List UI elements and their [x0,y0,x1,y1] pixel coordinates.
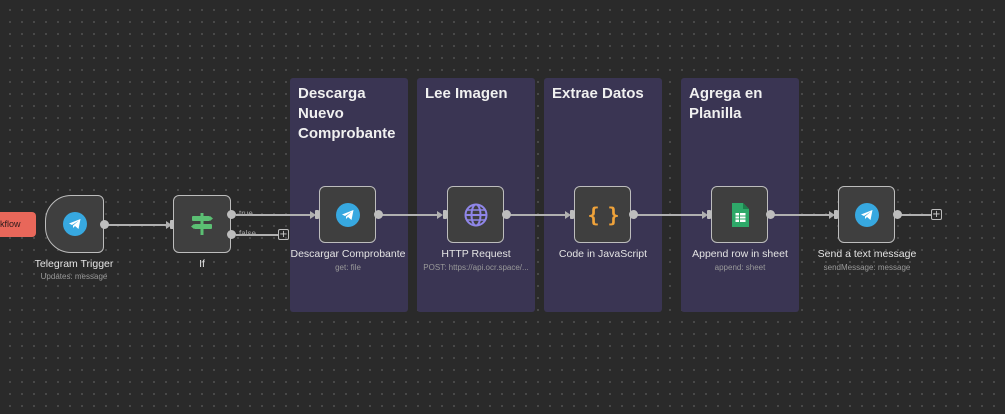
input-port[interactable] [834,210,838,219]
input-port[interactable] [443,210,447,219]
connection-trigger-if[interactable] [108,224,168,226]
sticky-note-title: Descarga Nuevo Comprobante [298,85,396,142]
node-label: Append row in sheet [692,248,788,260]
true-branch-label: true [239,209,253,218]
arrow-head [829,210,835,219]
output-port[interactable] [373,209,383,219]
connection-code-append[interactable] [637,214,704,216]
input-port[interactable] [315,210,319,219]
output-port-false[interactable] [226,229,236,239]
execute-workflow-tab[interactable]: kflow [0,212,36,237]
add-node-false-button[interactable]: + [278,229,289,240]
telegram-icon [854,202,879,227]
input-port[interactable] [170,220,174,229]
output-port[interactable] [628,209,638,219]
sticky-note-title: Lee Imagen [425,85,508,102]
node-telegram-trigger[interactable] [45,195,104,253]
node-send-text-message[interactable] [838,186,895,243]
node-if[interactable] [173,195,231,253]
signpost-icon [191,213,213,235]
connection-append-send[interactable] [774,214,831,216]
output-port[interactable] [501,209,511,219]
connection-if-true-descargar[interactable] [236,214,312,216]
connection-http-code[interactable] [510,214,567,216]
sticky-note-descarga[interactable]: Descarga Nuevo Comprobante [290,78,408,312]
arrow-head [702,210,708,219]
arrow-head [437,210,443,219]
node-descargar-comprobante[interactable] [319,186,376,243]
node-subtitle: Updates: message [40,272,108,281]
sticky-note-title: Extrae Datos [552,85,644,102]
node-http-request[interactable] [447,186,504,243]
node-label: Send a text message [817,248,917,260]
node-label: If [199,258,205,270]
sticky-note-extrae-datos[interactable]: Extrae Datos [544,78,662,312]
input-port[interactable] [707,210,711,219]
google-sheets-icon [731,202,749,227]
output-port[interactable] [99,219,109,229]
connection-if-false[interactable] [236,234,278,236]
output-port[interactable] [765,209,775,219]
false-branch-label: false [239,229,256,238]
telegram-icon [335,202,360,227]
arrow-head [166,220,172,229]
arrow-head [310,210,316,219]
output-port-true[interactable] [226,209,236,219]
node-label: HTTP Request [441,248,511,260]
connection-send-end[interactable] [901,214,931,216]
arrow-head [565,210,571,219]
node-subtitle: append: sheet [714,263,766,272]
telegram-icon [62,212,87,236]
node-subtitle: get: file [335,263,361,272]
output-port[interactable] [892,209,902,219]
node-append-row-in-sheet[interactable] [711,186,768,243]
node-subtitle: POST: https://api.ocr.space/... [423,263,529,272]
globe-icon [464,203,487,226]
node-label: Code in JavaScript [558,248,648,260]
input-port[interactable] [570,210,574,219]
connection-descargar-http[interactable] [382,214,439,216]
sticky-note-title: Agrega en Planilla [689,85,763,122]
node-subtitle: sendMessage: message [823,263,911,272]
node-label: Telegram Trigger [34,258,114,270]
add-node-end-button[interactable]: + [931,209,942,220]
node-label: Descargar Comprobante [290,248,406,260]
node-code-javascript[interactable]: { } [574,186,631,243]
braces-icon: { } [587,202,619,227]
